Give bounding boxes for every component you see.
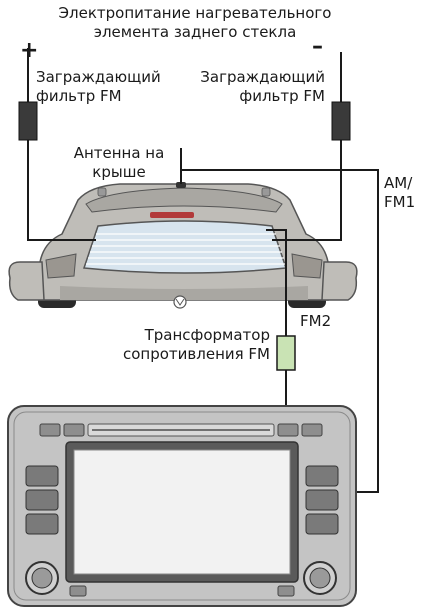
- left-tail-light: [45, 253, 77, 279]
- left-mirror: [8, 261, 45, 301]
- radio-head-unit: [7, 405, 357, 607]
- title-line-2: элемента заднего стекла: [93, 23, 297, 41]
- roof-spoiler: [85, 187, 283, 213]
- tailgate-lower: [60, 286, 308, 300]
- roof-antenna-label: Антенна на крыше: [73, 144, 165, 181]
- fm-filter-left-label: Заграждающий фильтр FM: [36, 68, 161, 105]
- rear-window: [82, 220, 288, 274]
- fm-transformer-label: Трансформатор сопротивления FM: [123, 326, 270, 363]
- car-rear-view: [8, 182, 358, 309]
- minus-terminal-sign: –: [312, 34, 323, 59]
- plus-terminal-sign: +: [20, 38, 39, 63]
- radio-screen: [73, 449, 291, 575]
- am-fm1-cable: [181, 169, 379, 493]
- fm-filter-right-label: Заграждающий фильтр FM: [200, 68, 325, 105]
- diagram-title: Электропитание нагревательного элемента …: [40, 4, 350, 42]
- fm2-label: FM2: [300, 312, 332, 330]
- fm-filter-right: [331, 101, 351, 141]
- right-tail-light: [291, 253, 323, 279]
- am-fm1-label: AM/ FM1: [384, 174, 416, 211]
- brake-light: [150, 212, 194, 218]
- title-line-1: Электропитание нагревательного: [58, 4, 332, 22]
- fm-impedance-transformer: [276, 335, 296, 371]
- car-logo: [173, 295, 187, 309]
- roof-antenna: [176, 182, 186, 188]
- fm-filter-left: [18, 101, 38, 141]
- heating-grid: [86, 233, 285, 265]
- right-mirror: [321, 261, 358, 301]
